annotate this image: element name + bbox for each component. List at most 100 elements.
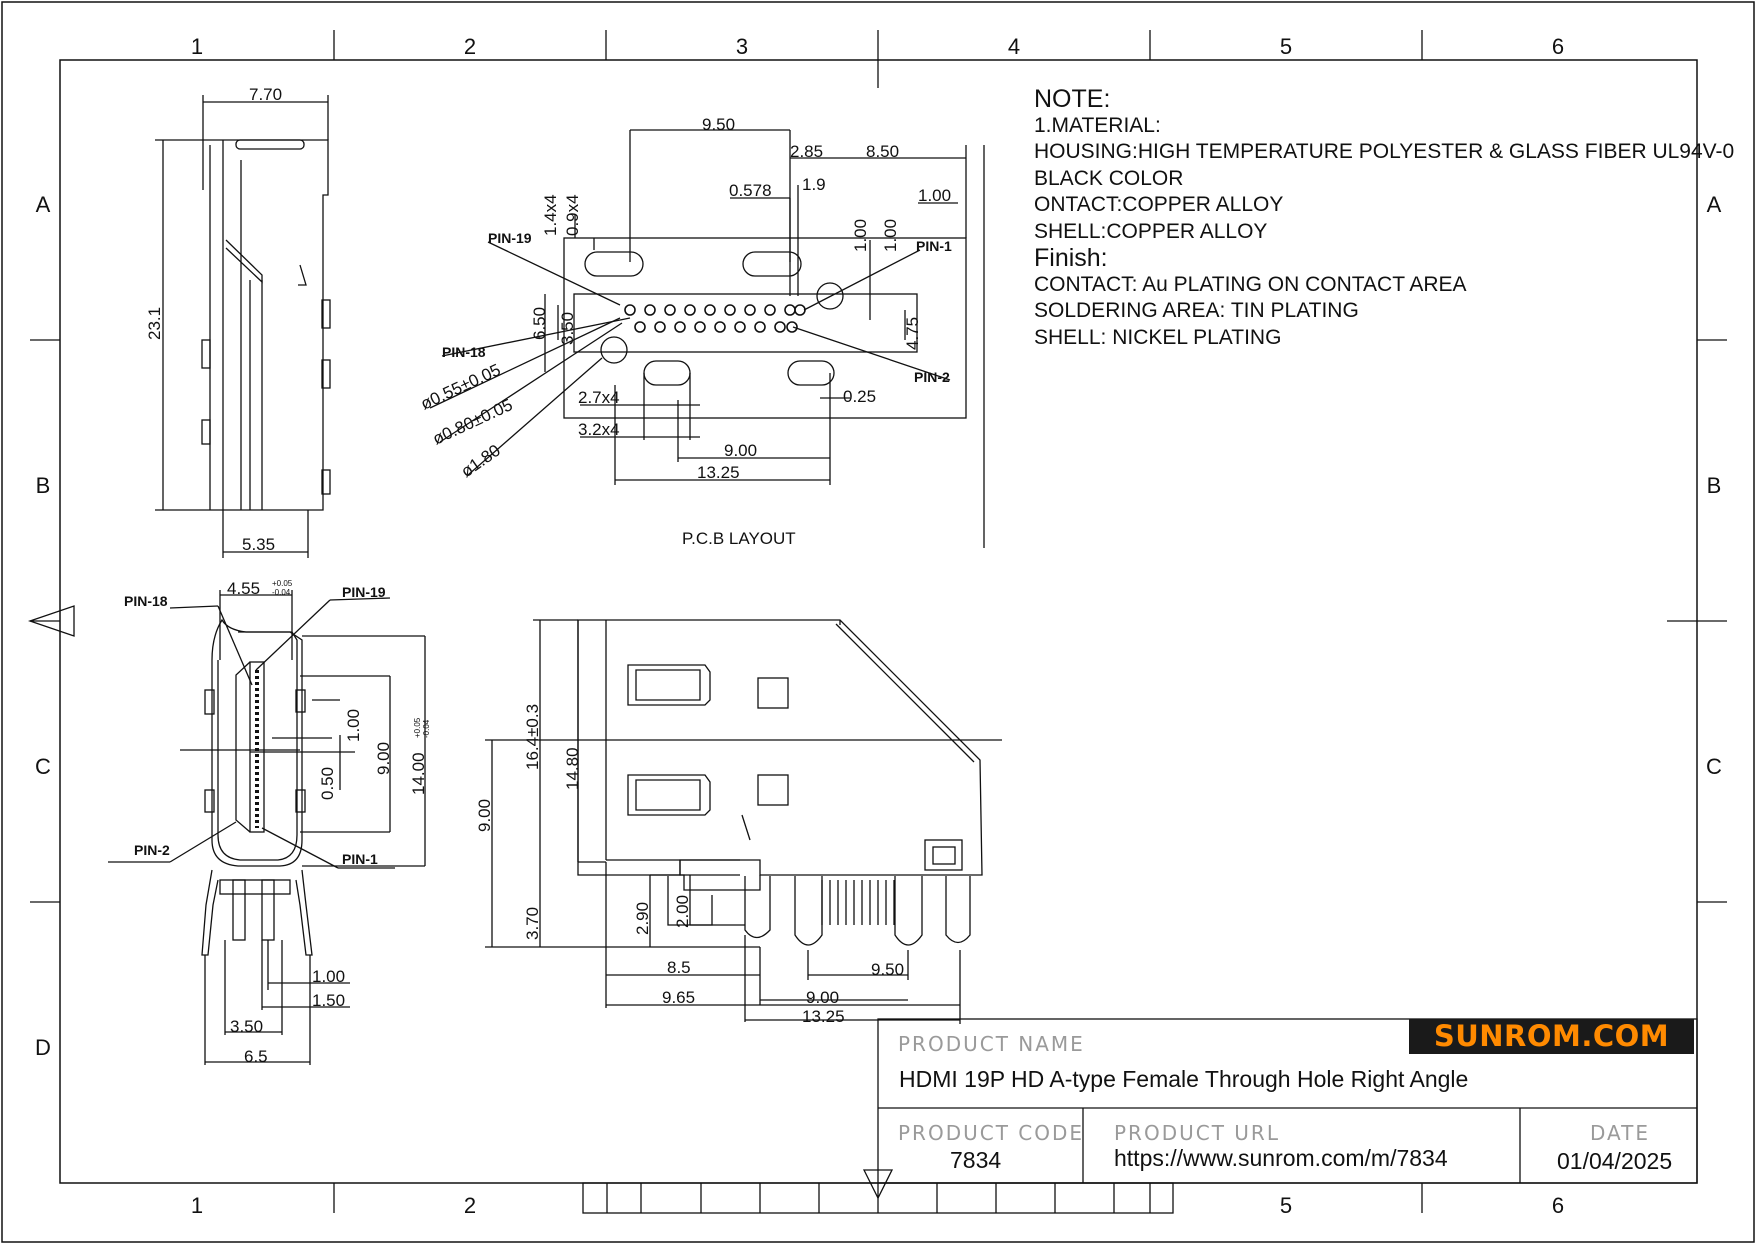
dim-label: 0.50	[318, 767, 337, 800]
dim-label: 0.9x4	[563, 194, 582, 236]
note-shell-finish: SHELL: NICKEL PLATING	[1034, 325, 1282, 349]
dim-label: 3.50	[558, 312, 577, 345]
pin-label: PIN-19	[488, 230, 532, 246]
dim-label: 13.25	[802, 1007, 845, 1026]
product-code: 7834	[950, 1147, 1002, 1173]
right-side-view: 16.4±0.3 14.80 9.00 3.70 2.90 2.00 8.5 9…	[475, 619, 1002, 1026]
dim-label: 6.50	[530, 307, 549, 340]
dim-label: 2.90	[633, 902, 652, 935]
pin-label: PIN-18	[124, 593, 168, 609]
dim-label: 14.80	[563, 747, 582, 790]
dim-label: 9.50	[702, 115, 735, 134]
dim-label: 1.4x4	[541, 194, 560, 236]
side-view: 7.70 23.1 5.35	[145, 85, 331, 558]
row-label: C	[35, 754, 51, 779]
pin-label: PIN-2	[914, 369, 950, 385]
product-url-label: PRODUCT URL	[1114, 1121, 1280, 1145]
dim-label: 6.5	[244, 1047, 268, 1066]
dim-label: 0.25	[843, 387, 876, 406]
dim-label: 13.25	[697, 463, 740, 482]
col-label: 5	[1280, 34, 1292, 59]
dim-label: 9.50	[871, 960, 904, 979]
dim-label: 14.00	[409, 752, 428, 795]
pin-label: PIN-1	[342, 851, 378, 867]
dim-label: 2.00	[673, 895, 692, 928]
product-name-label: PRODUCT NAME	[898, 1032, 1085, 1056]
pin-label: PIN-2	[134, 842, 170, 858]
dim-label: 8.50	[866, 142, 899, 161]
col-label: 4	[1008, 34, 1020, 59]
title-block	[877, 1018, 1698, 1184]
col-label: 3	[736, 34, 748, 59]
dim-label: 9.00	[374, 742, 393, 775]
product-code-label: PRODUCT CODE	[898, 1121, 1085, 1145]
col-label: 2	[464, 34, 476, 59]
dim-label: 1.00	[881, 219, 900, 252]
dim-label: 0.578	[729, 181, 772, 200]
tolerance: +0.05	[272, 579, 293, 588]
dim-label: 3.2x4	[578, 420, 620, 439]
note-color: BLACK COLOR	[1034, 166, 1184, 190]
date-value: 01/04/2025	[1557, 1148, 1673, 1174]
dim-label: 1.00	[312, 967, 345, 986]
note-contact-finish: CONTACT: Au PLATING ON CONTACT AREA	[1034, 272, 1467, 296]
pin-label: PIN-19	[342, 584, 386, 600]
row-label: B	[36, 473, 51, 498]
tolerance: -0.04	[272, 588, 291, 597]
sunrom-logo: SUNROM.COM	[1409, 1019, 1694, 1054]
col-label: 5	[1280, 1193, 1292, 1218]
col-label: 1	[191, 1193, 203, 1218]
dim-label: 9.00	[806, 988, 839, 1007]
dim-label: 3.70	[523, 907, 542, 940]
row-label: B	[1707, 473, 1722, 498]
dim-label: 8.5	[667, 958, 691, 977]
dim-label: 23.1	[145, 307, 164, 340]
pcb-pin-holes	[624, 304, 806, 333]
dim-label: 9.65	[662, 988, 695, 1007]
col-label: 6	[1552, 34, 1564, 59]
note-finish-heading: Finish:	[1034, 244, 1108, 272]
dim-label: 4.55	[227, 579, 260, 598]
dim-label: 5.35	[242, 535, 275, 554]
tolerance: +0.05	[413, 717, 422, 738]
date-label: DATE	[1590, 1121, 1651, 1145]
dim-label: 1.9	[802, 175, 826, 194]
row-label: A	[36, 192, 51, 217]
dim-label: 9.00	[475, 799, 494, 832]
pin-label: PIN-18	[442, 344, 486, 360]
row-label: A	[1707, 192, 1722, 217]
pcb-layout-view: 9.50 2.85 8.50 0.578 1.9 1.00 1.00 1.00 …	[418, 115, 967, 548]
tolerance: -0.04	[422, 719, 431, 738]
dim-label: 7.70	[249, 85, 282, 104]
product-url[interactable]: https://www.sunrom.com/m/7834	[1114, 1145, 1448, 1171]
row-label: C	[1706, 754, 1722, 779]
dim-label: 2.7x4	[578, 388, 620, 407]
note-housing: HOUSING:HIGH TEMPERATURE POLYESTER & GLA…	[1034, 140, 1735, 163]
notes-block: NOTE: 1.MATERIAL: HOUSING:HIGH TEMPERATU…	[1034, 86, 1734, 351]
dim-label: 1.50	[312, 991, 345, 1010]
product-name: HDMI 19P HD A-type Female Through Hole R…	[899, 1066, 1469, 1092]
front-view: 4.55 +0.05 -0.04 1.00 9.00 0.50 14.00 +0…	[108, 579, 431, 1066]
notes-heading: NOTE:	[1034, 85, 1111, 113]
note-solder-finish: SOLDERING AREA: TIN PLATING	[1034, 299, 1359, 322]
dim-label: 1.00	[918, 186, 951, 205]
note-shell-material: SHELL:COPPER ALLOY	[1034, 219, 1268, 243]
pin-label: PIN-1	[916, 238, 952, 254]
note-contact-material: ONTACT:COPPER ALLOY	[1034, 193, 1284, 216]
view-title: P.C.B LAYOUT	[682, 529, 796, 548]
note-material: 1.MATERIAL:	[1034, 113, 1161, 137]
col-label: 6	[1552, 1193, 1564, 1218]
dim-label: 9.00	[724, 441, 757, 460]
col-label: 2	[464, 1193, 476, 1218]
grid-labels: 1 2 3 4 5 6 1 2 5 6 A B C D A B C	[35, 34, 1722, 1218]
row-label: D	[35, 1035, 51, 1060]
dim-label: 1.00	[851, 219, 870, 252]
dim-label: 2.85	[790, 142, 823, 161]
dim-label: 16.4±0.3	[523, 704, 542, 770]
col-label: 1	[191, 34, 203, 59]
dim-label: ø1.80	[457, 441, 504, 482]
dim-label: 1.00	[344, 709, 363, 742]
dim-label: 4.75	[903, 317, 922, 350]
